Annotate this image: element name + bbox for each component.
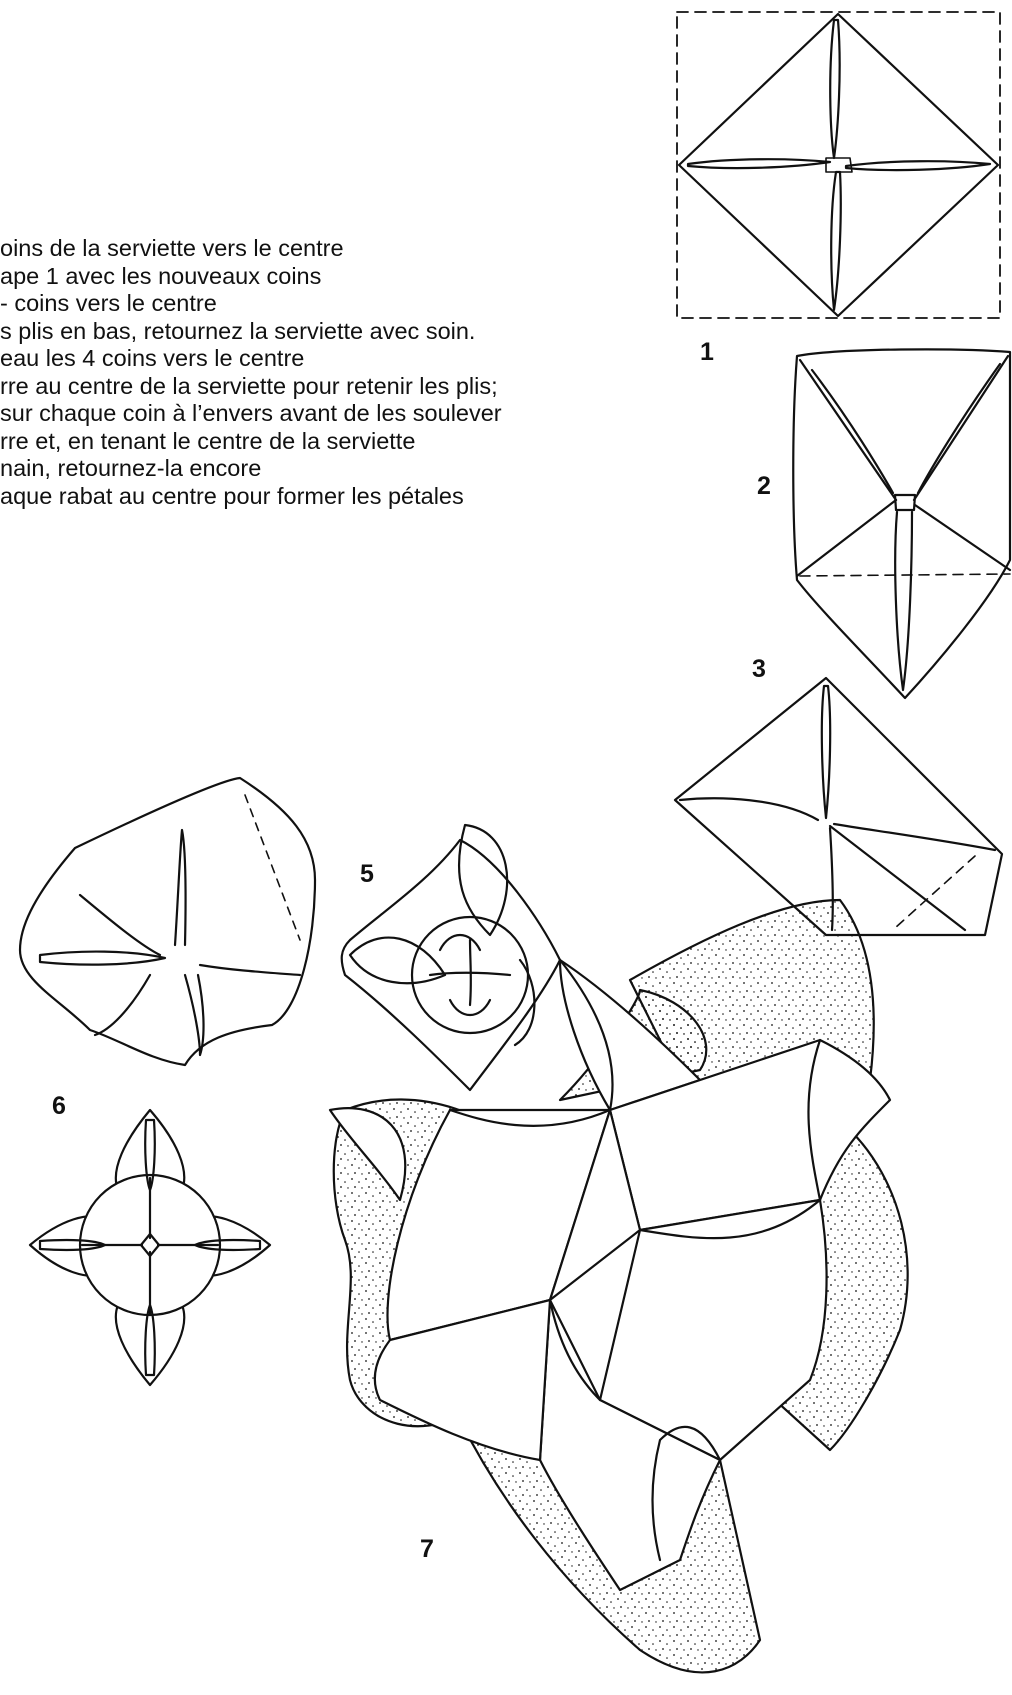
- step-1-diagram: [677, 12, 1000, 318]
- step-5-diagram: [342, 825, 560, 1090]
- step-2-diagram: [793, 349, 1010, 698]
- step-6-diagram: [30, 1110, 270, 1385]
- step-4-diagram: [20, 778, 315, 1065]
- step-3-diagram: [675, 678, 1002, 935]
